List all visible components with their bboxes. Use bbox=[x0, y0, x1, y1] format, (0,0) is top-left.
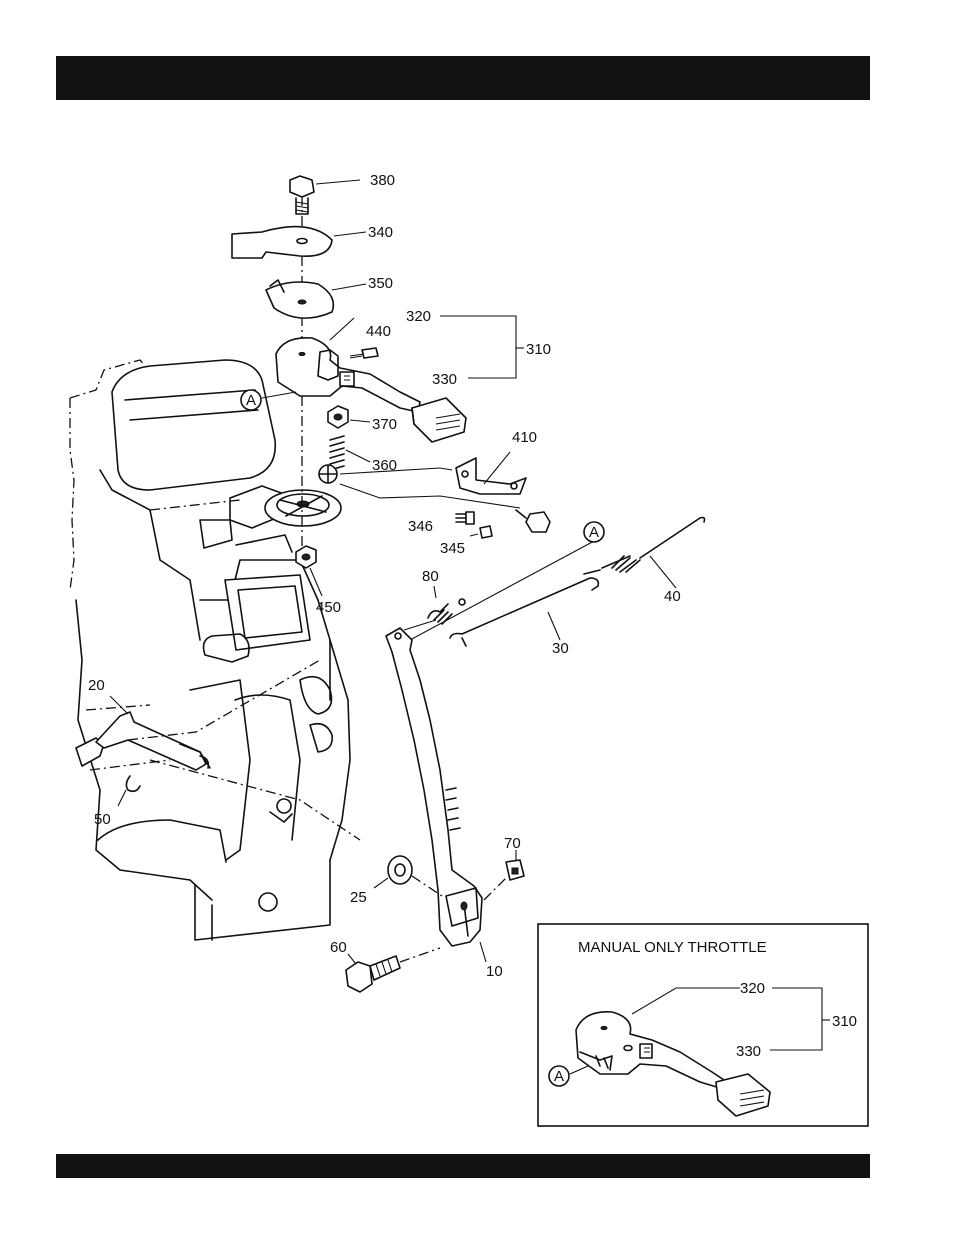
label-340: 340 bbox=[368, 224, 393, 241]
spring-360 bbox=[330, 436, 370, 470]
label-30: 30 bbox=[552, 640, 569, 657]
bracket-410 bbox=[340, 452, 526, 494]
label-ref-a-2: A bbox=[589, 524, 599, 541]
label-310: 310 bbox=[526, 341, 551, 358]
label-25: 25 bbox=[350, 889, 367, 906]
label-380: 380 bbox=[370, 172, 395, 189]
manual-throttle-inset: MANUAL ONLY THROTTLE A 320 310 330 bbox=[538, 924, 868, 1126]
lever-assembly-320 bbox=[276, 318, 420, 412]
washer-25 bbox=[374, 856, 442, 896]
label-20: 20 bbox=[88, 677, 105, 694]
label-50: 50 bbox=[94, 811, 111, 828]
label-346: 346 bbox=[408, 518, 433, 535]
bolt-380 bbox=[290, 176, 360, 214]
stud-360-base bbox=[319, 465, 337, 483]
bolt-60 bbox=[346, 948, 440, 992]
inset-label-320: 320 bbox=[740, 980, 765, 997]
inset-label-ref-a: A bbox=[554, 1068, 564, 1085]
plate-350 bbox=[266, 280, 366, 318]
label-450: 450 bbox=[316, 599, 341, 616]
governor-plate bbox=[265, 490, 341, 526]
label-330: 330 bbox=[432, 371, 457, 388]
inset-title: MANUAL ONLY THROTTLE bbox=[578, 939, 767, 956]
label-320: 320 bbox=[406, 308, 431, 325]
label-370: 370 bbox=[372, 416, 397, 433]
label-60: 60 bbox=[330, 939, 347, 956]
label-350: 350 bbox=[368, 275, 393, 292]
spring-80 bbox=[428, 586, 465, 624]
bushing-engine bbox=[270, 799, 292, 822]
label-40: 40 bbox=[664, 588, 681, 605]
bolt-410 bbox=[516, 510, 550, 532]
label-360: 360 bbox=[372, 457, 397, 474]
label-345: 345 bbox=[440, 540, 465, 557]
label-ref-a-1: A bbox=[246, 392, 256, 409]
nut-70 bbox=[506, 850, 524, 880]
engine-block bbox=[70, 360, 350, 940]
governor-lever-10 bbox=[386, 628, 486, 962]
label-80: 80 bbox=[422, 568, 439, 585]
label-410: 410 bbox=[512, 429, 537, 446]
inset-label-310: 310 bbox=[832, 1013, 857, 1030]
label-440: 440 bbox=[366, 323, 391, 340]
plate-340 bbox=[232, 227, 366, 258]
rod-30 bbox=[450, 578, 598, 646]
inset-label-330: 330 bbox=[736, 1043, 761, 1060]
screw-346 bbox=[456, 512, 474, 524]
label-70: 70 bbox=[504, 835, 521, 852]
clip-50 bbox=[118, 776, 140, 806]
screw-345 bbox=[470, 526, 492, 538]
label-10: 10 bbox=[486, 963, 503, 980]
nut-370 bbox=[328, 406, 370, 428]
